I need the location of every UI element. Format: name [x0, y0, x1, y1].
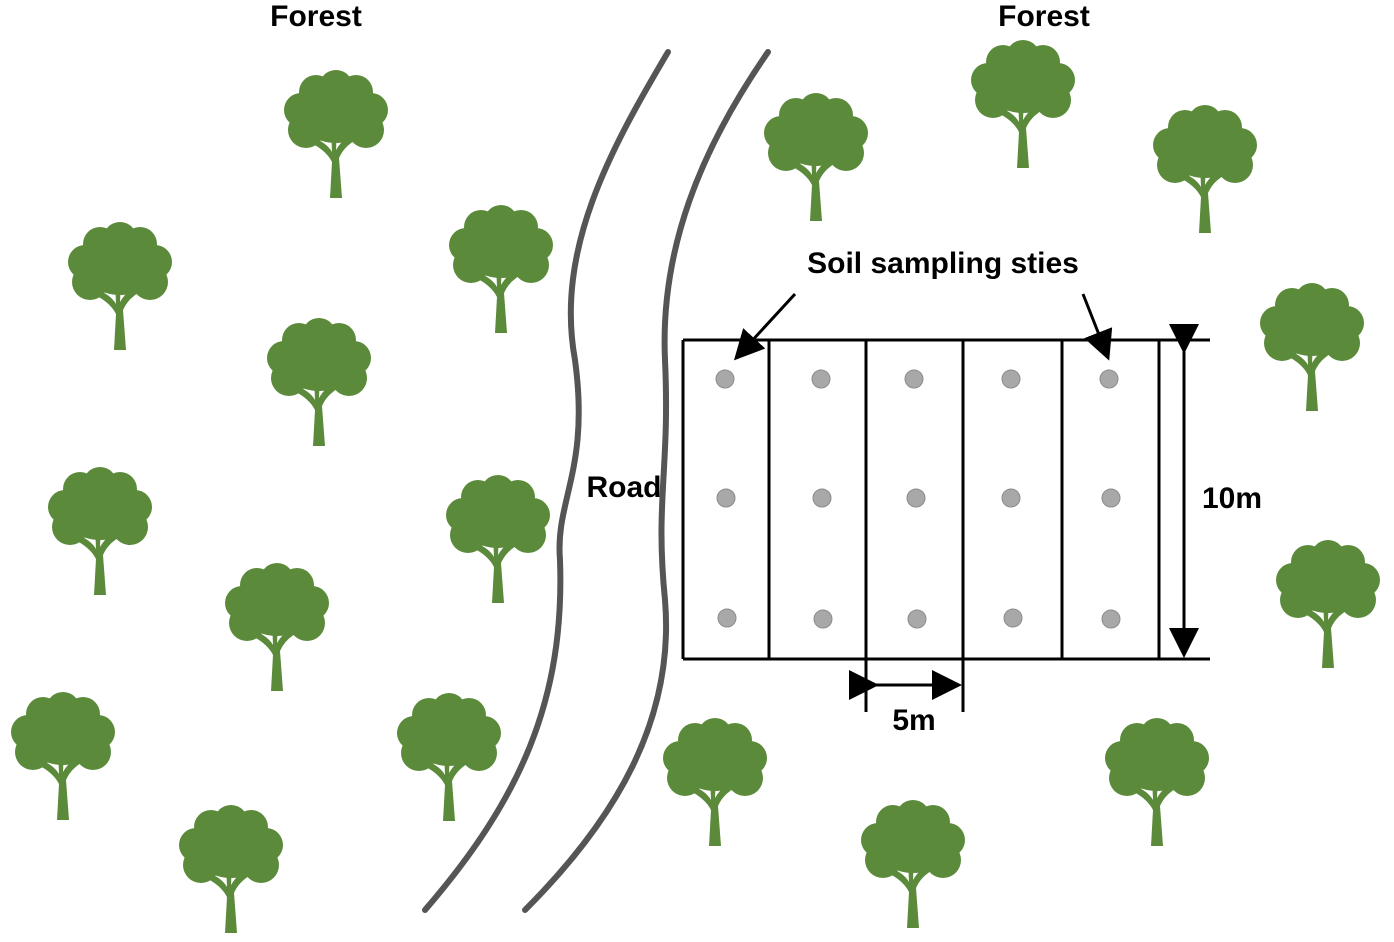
tree-icon: [1105, 718, 1209, 846]
tree-icon: [11, 692, 115, 820]
trees-left: [11, 70, 553, 933]
sample-point-icon: [1003, 608, 1023, 628]
sample-point-icon: [1001, 488, 1021, 508]
tree-icon: [971, 40, 1075, 168]
sample-point-icon: [813, 609, 833, 629]
tree-icon: [663, 718, 767, 846]
sample-point-icon: [717, 608, 737, 628]
tree-icon: [284, 70, 388, 198]
road: [422, 49, 771, 913]
tree-icon: [397, 693, 501, 821]
forest-left-label: Forest: [270, 0, 362, 33]
subplot-width-label: 5m: [892, 704, 935, 737]
plot-height-label: 10m: [1202, 482, 1262, 515]
sample-point-icon: [906, 488, 926, 508]
tree-icon: [1260, 283, 1364, 411]
sample-point-icon: [1001, 369, 1021, 389]
road-label: Road: [587, 471, 662, 504]
tree-icon: [1153, 105, 1257, 233]
sample-point-icon: [904, 369, 924, 389]
tree-icon: [861, 800, 965, 928]
trees-right: [663, 40, 1380, 928]
tree-icon: [267, 318, 371, 446]
arrow-icon: [1081, 293, 1113, 361]
sample-point-icon: [1101, 488, 1121, 508]
tree-icon: [1276, 540, 1380, 668]
sample-point-icon: [812, 488, 832, 508]
sample-point-icon: [1101, 609, 1121, 629]
arrow-icon: [733, 292, 797, 361]
road-edge-left: [422, 49, 671, 913]
tree-icon: [225, 563, 329, 691]
sample-point-icon: [716, 488, 736, 508]
tree-icon: [48, 467, 152, 595]
sampling-sites-label: Soil sampling sties: [807, 247, 1079, 280]
sample-point-icon: [715, 369, 735, 389]
sample-point-icon: [811, 369, 831, 389]
sample-point-icon: [1099, 369, 1119, 389]
tree-icon: [446, 475, 550, 603]
forest-right-label: Forest: [998, 0, 1090, 33]
sample-point-icon: [907, 609, 927, 629]
tree-icon: [449, 205, 553, 333]
sampling-plot: [681, 338, 1210, 661]
road-edge-right: [522, 49, 771, 913]
tree-icon: [179, 805, 283, 933]
sample-points: [715, 369, 1121, 629]
tree-icon: [68, 222, 172, 350]
tree-icon: [764, 93, 868, 221]
